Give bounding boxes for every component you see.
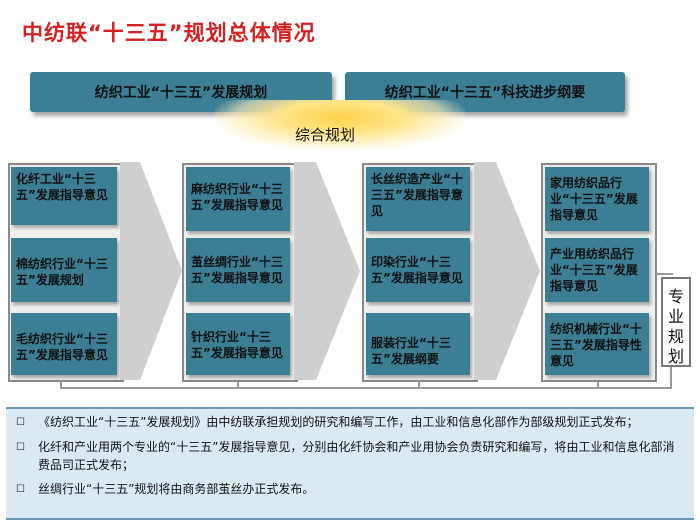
note-text: 《纺织工业“十三五”发展规划》由中纺联承担规划的研究和编写工作，由工业和信息化部… <box>38 415 639 429</box>
connector-line <box>418 377 420 389</box>
specialized-plan-label: 专业规划 <box>661 277 691 367</box>
column-3-item-2: 印染行业“十三五”发展指导意见 <box>366 238 470 302</box>
note-item: ☐ 化纤和产业用两个专业的“十三五”发展指导意见，分别由化纤协会和产业用协会负责… <box>16 438 684 474</box>
square-bullet-icon: ☐ <box>16 442 25 453</box>
column-4-item-2: 产业用纺织品行业“十三五”发展指导意见 <box>545 238 649 302</box>
top-box-development-plan: 纺织工业“十三五”发展规划 <box>30 72 332 112</box>
chevron-arrow-3 <box>474 162 540 380</box>
chevron-arrow-1 <box>120 162 182 380</box>
connector-line <box>597 377 599 389</box>
column-2-item-3: 针织行业“十三五”发展指导意见 <box>186 313 290 375</box>
column-1-item-1: 化纤工业“十三五”发展指导意见 <box>11 167 117 225</box>
note-item: ☐ 丝绸行业“十三五”规划将由商务部茧丝办正式发布。 <box>16 480 684 499</box>
column-4-item-3: 纺织机械行业“十三五”发展指导性意见 <box>545 313 649 375</box>
note-text: 化纤和产业用两个专业的“十三五”发展指导意见，分别由化纤协会和产业用协会负责研究… <box>38 440 675 472</box>
column-4-item-1: 家用纺织品行业“十三五”发展指导意见 <box>545 167 649 231</box>
connector-line <box>60 387 672 389</box>
connector-line <box>237 377 239 389</box>
column-3-item-3: 服装行业“十三五”发展纲要 <box>366 313 470 375</box>
connector-line <box>60 377 62 389</box>
square-bullet-icon: ☐ <box>16 417 25 428</box>
connector-line <box>645 273 673 275</box>
chevron-arrow-2 <box>294 162 360 380</box>
comprehensive-plan-label: 综合规划 <box>295 126 356 144</box>
column-3-item-1: 长丝织造产业“十三五”发展指导意见 <box>366 167 470 231</box>
column-1-item-2: 棉纺织行业“十三五”发展规划 <box>11 238 117 302</box>
page-title: 中纺联“十三五”规划总体情况 <box>22 21 316 45</box>
center-glow <box>215 100 465 150</box>
column-1-item-3: 毛纺织行业“十三五”发展指导意见 <box>11 313 117 375</box>
column-2-item-1: 麻纺织行业“十三五”发展指导意见 <box>186 167 290 231</box>
column-2-item-2: 茧丝绸行业“十三五”发展指导意见 <box>186 238 290 302</box>
notes-panel: ☐ 《纺织工业“十三五”发展规划》由中纺联承担规划的研究和编写工作，由工业和信息… <box>6 407 694 520</box>
connector-line <box>670 367 672 389</box>
note-text: 丝绸行业“十三五”规划将由商务部茧丝办正式发布。 <box>38 482 315 496</box>
note-item: ☐ 《纺织工业“十三五”发展规划》由中纺联承担规划的研究和编写工作，由工业和信息… <box>16 413 684 432</box>
square-bullet-icon: ☐ <box>16 484 25 495</box>
